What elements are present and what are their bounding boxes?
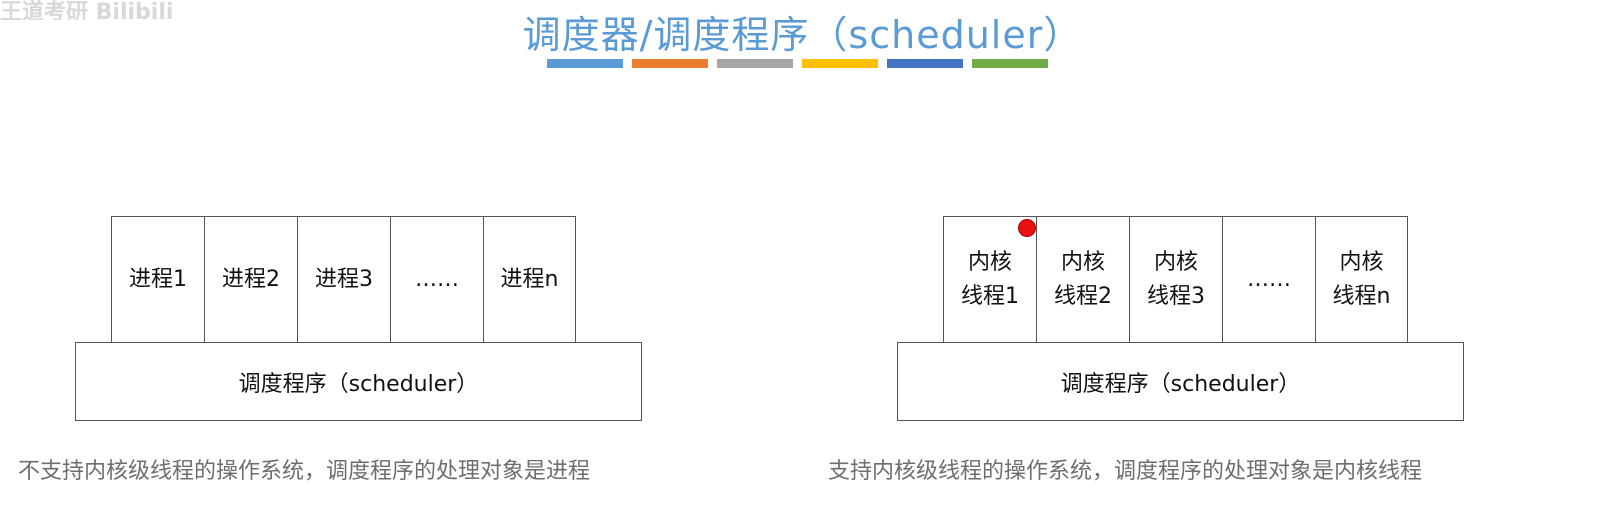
right-caption: 支持内核级线程的操作系统，调度程序的处理对象是内核线程 [828, 459, 1423, 484]
left-caption: 不支持内核级线程的操作系统，调度程序的处理对象是进程 [18, 459, 591, 484]
kernel-thread-label: 内核 线程2 [1054, 249, 1112, 309]
watermark-logo: 王道考研 Bilibili [0, 0, 174, 20]
process-cell: …… [390, 216, 483, 343]
kernel-thread-cell: 内核 线程n [1315, 216, 1408, 343]
color-swatch-5 [887, 59, 963, 68]
color-swatch-6 [972, 59, 1048, 68]
kernel-thread-cell: 内核 线程3 [1129, 216, 1222, 343]
right-thread-row: 内核 线程1 内核 线程2 内核 线程3 …… 内核 线程n [943, 216, 1408, 343]
process-label: 进程n [500, 266, 559, 292]
process-label: 进程1 [129, 266, 187, 292]
page-title: 调度器/调度程序（scheduler） [522, 13, 1083, 57]
color-swatch-2 [632, 59, 708, 68]
kernel-thread-label: 内核 线程1 [961, 249, 1019, 309]
process-cell: 进程1 [111, 216, 204, 343]
left-scheduler-box: 调度程序（scheduler） [75, 342, 642, 421]
left-process-row: 进程1 进程2 进程3 …… 进程n [111, 216, 576, 343]
kernel-thread-cell: 内核 线程2 [1036, 216, 1129, 343]
scheduler-label: 调度程序（scheduler） [238, 371, 479, 397]
color-swatch-3 [717, 59, 793, 68]
laser-pointer-dot [1018, 219, 1036, 237]
color-swatch-4 [802, 59, 878, 68]
process-label: 进程2 [222, 266, 280, 292]
kernel-thread-label: 内核 线程3 [1147, 249, 1205, 309]
kernel-thread-label: 内核 线程n [1332, 249, 1391, 309]
process-label: 进程3 [315, 266, 373, 292]
right-scheduler-box: 调度程序（scheduler） [897, 342, 1464, 421]
color-bar-divider [547, 59, 1048, 68]
process-cell: 进程3 [297, 216, 390, 343]
process-label: …… [415, 266, 459, 292]
color-swatch-1 [547, 59, 623, 68]
kernel-thread-cell: …… [1222, 216, 1315, 343]
kernel-thread-label: …… [1247, 266, 1291, 292]
scheduler-label: 调度程序（scheduler） [1060, 371, 1301, 397]
process-cell: 进程2 [204, 216, 297, 343]
process-cell: 进程n [483, 216, 576, 343]
